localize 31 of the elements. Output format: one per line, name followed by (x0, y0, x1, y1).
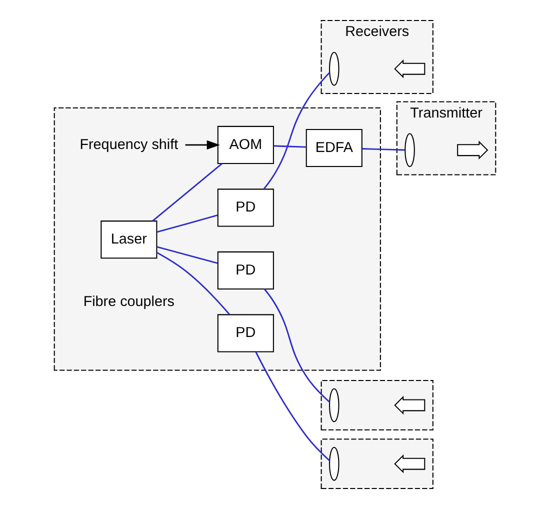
cluster: Receivers (320, 20, 434, 94)
node-lens (329, 388, 340, 422)
node-box: PD (217, 314, 274, 352)
node-box: PD (217, 188, 274, 227)
cluster (54, 107, 381, 371)
connector (156, 252, 230, 315)
node-box: AOM (217, 126, 274, 164)
label: Fibre couplers (83, 294, 175, 310)
arrow (185, 140, 220, 150)
connector (152, 163, 222, 222)
node-lens (329, 446, 340, 481)
node-arrow (457, 140, 488, 160)
node-box: EDFA (306, 129, 362, 168)
connector (362, 148, 405, 151)
connector (264, 288, 330, 403)
cluster (320, 438, 434, 490)
node-text: Frequency shift (80, 136, 178, 153)
connector (274, 145, 306, 148)
node-arrow (394, 396, 426, 415)
cluster (320, 380, 434, 430)
connector (156, 246, 218, 264)
connector (255, 352, 330, 462)
node-lens (329, 52, 340, 86)
node-box: PD (217, 251, 274, 290)
connector (156, 214, 218, 233)
node-arrow (394, 59, 426, 78)
node-arrow (394, 454, 426, 474)
node-box: Laser (100, 220, 158, 259)
cluster: Transmitter (396, 101, 496, 176)
node-lens (404, 133, 415, 168)
connector (263, 72, 330, 190)
